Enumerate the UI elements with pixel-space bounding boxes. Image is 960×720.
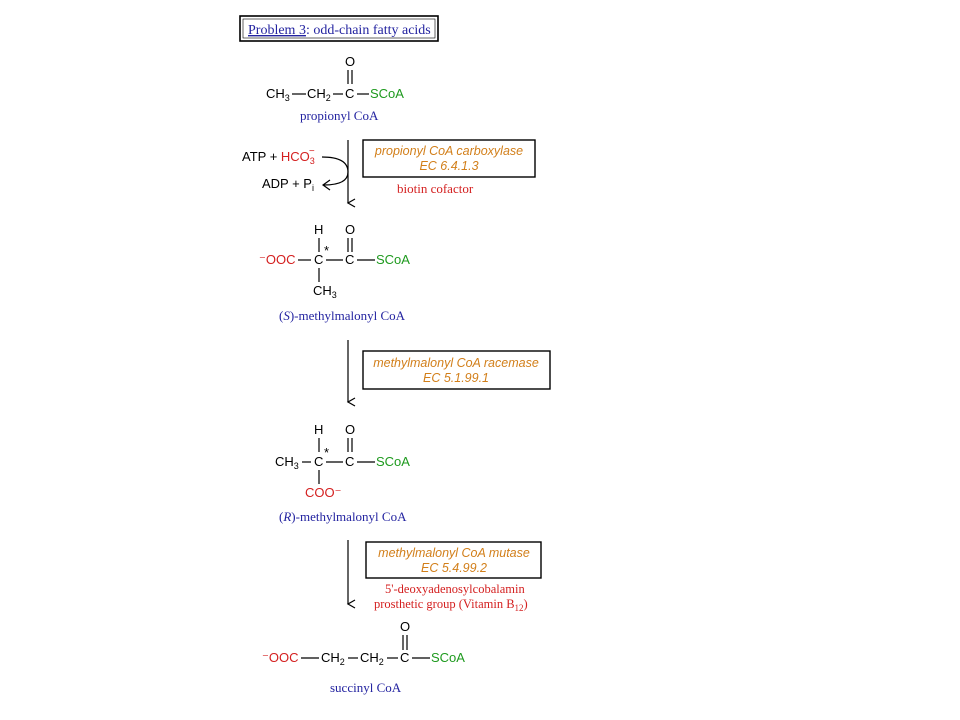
succinyl-coa-structure: O ⁻OOC CH2 CH2 C SCoA succinyl CoA [262, 619, 465, 695]
svg-text:SCoA: SCoA [431, 650, 465, 665]
title-problem: Problem 3 [248, 23, 306, 38]
step3-enzyme-box: methylmalonyl CoA mutase EC 5.4.99.2 [365, 541, 542, 579]
step3-ec-number: EC 5.4.99.2 [421, 561, 487, 575]
step1-cofactor: biotin cofactor [397, 181, 474, 196]
svg-text:SCoA: SCoA [376, 454, 410, 469]
title-text: : odd-chain fatty acids [306, 23, 431, 38]
svg-text:⁻OOC: ⁻OOC [262, 650, 298, 665]
svg-text:CH3: CH3 [266, 86, 290, 103]
svg-text:C: C [400, 650, 409, 665]
step2-ec-number: EC 5.1.99.1 [423, 371, 489, 385]
step2-enzyme-box: methylmalonyl CoA racemase EC 5.1.99.1 [362, 350, 551, 390]
svg-text:C: C [345, 252, 354, 267]
svg-text:O: O [345, 422, 355, 437]
step1-arrow: ATP + HCO3− ADP + Pi [242, 140, 356, 208]
svg-text:C: C [345, 86, 354, 101]
svg-text:COO⁻: COO⁻ [305, 485, 341, 500]
svg-text:Problem 3: odd-chain fatty aci: Problem 3: odd-chain fatty acids [248, 23, 431, 38]
svg-text:C: C [314, 454, 323, 469]
svg-text:C: C [314, 252, 323, 267]
propionyl-coa-label: propionyl CoA [300, 108, 379, 123]
svg-text:CH2: CH2 [360, 650, 384, 667]
svg-text:H: H [314, 222, 323, 237]
r-methylmalonyl-coa-structure: H O CH3 C * C SCoA COO⁻ (R)-methylmalony… [275, 422, 410, 524]
step3-enzyme-name: methylmalonyl CoA mutase [378, 546, 530, 560]
step3-cofactor-line2: prosthetic group (Vitamin B12) [374, 597, 528, 613]
svg-text:CH2: CH2 [307, 86, 331, 103]
step3-cofactor-line1: 5'-deoxyadenosylcobalamin [385, 582, 525, 596]
svg-text:*: * [324, 445, 329, 460]
svg-text:O: O [345, 54, 355, 69]
svg-text:O: O [345, 222, 355, 237]
svg-text:CH3: CH3 [313, 283, 337, 300]
svg-text:SCoA: SCoA [370, 86, 404, 101]
step1-inputs: ATP + HCO3− [242, 146, 315, 166]
svg-text:CH3: CH3 [275, 454, 299, 471]
svg-text:CH2: CH2 [321, 650, 345, 667]
step1-outputs: ADP + Pi [262, 176, 314, 193]
svg-text:H: H [314, 422, 323, 437]
step1-enzyme-name: propionyl CoA carboxylase [374, 144, 523, 158]
propionyl-coa-structure: CH3 CH2 C O SCoA propionyl CoA [266, 54, 404, 123]
step1-ec-number: EC 6.4.1.3 [419, 159, 478, 173]
svg-text:*: * [324, 243, 329, 258]
s-methylmalonyl-coa-structure: H O ⁻OOC C * C SCoA CH3 (S)-methylmalony… [259, 222, 410, 323]
svg-text:C: C [345, 454, 354, 469]
svg-text:SCoA: SCoA [376, 252, 410, 267]
r-methylmalonyl-coa-label: (R)-methylmalonyl CoA [279, 509, 407, 524]
s-methylmalonyl-coa-label: (S)-methylmalonyl CoA [279, 308, 406, 323]
title-box: Problem 3: odd-chain fatty acids [239, 15, 439, 42]
svg-text:O: O [400, 619, 410, 634]
succinyl-coa-label: succinyl CoA [330, 680, 402, 695]
step2-enzyme-name: methylmalonyl CoA racemase [373, 356, 539, 370]
step1-enzyme-box: propionyl CoA carboxylase EC 6.4.1.3 [362, 139, 536, 178]
svg-text:⁻OOC: ⁻OOC [259, 252, 295, 267]
